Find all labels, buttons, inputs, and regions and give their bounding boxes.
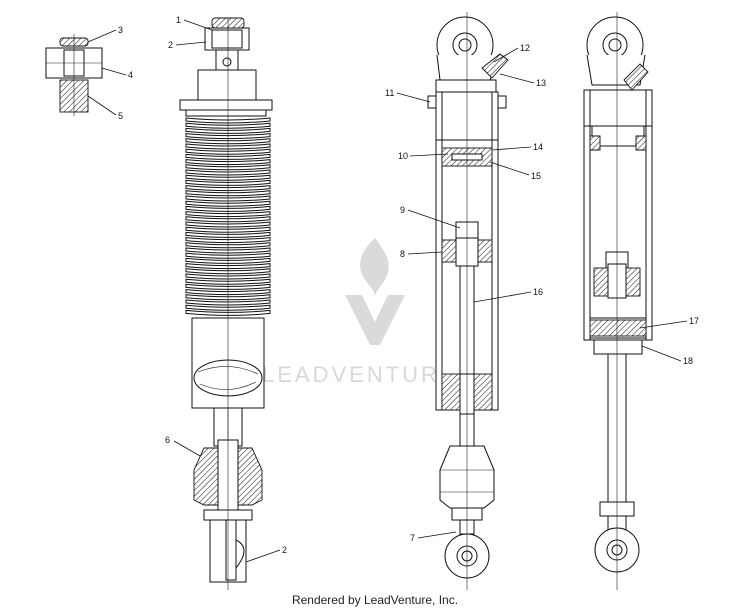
callout-14-label: 14 — [533, 142, 543, 152]
callout-17[interactable]: 17 — [639, 316, 699, 329]
callout-15[interactable]: 15 — [489, 161, 541, 181]
callout-15-label: 15 — [531, 171, 541, 181]
callout-1-label: 1 — [176, 15, 181, 25]
callout-3-label: 3 — [118, 25, 123, 35]
shock-assembly-cutaway — [427, 12, 509, 590]
callout-18[interactable]: 18 — [641, 345, 693, 366]
callout-11[interactable]: 11 — [385, 88, 431, 103]
shock-assembly-reservoir — [583, 12, 653, 590]
watermark-flame-icon — [360, 238, 389, 296]
callout-6-label: 6 — [165, 435, 170, 445]
callout-2-top-label: 2 — [168, 40, 173, 50]
callout-7-label: 7 — [410, 533, 415, 543]
callout-5[interactable]: 5 — [87, 95, 123, 121]
callout-10[interactable]: 10 — [398, 151, 449, 161]
callout-7[interactable]: 7 — [410, 531, 457, 543]
callout-18-label: 18 — [683, 356, 693, 366]
callout-2-bottom-label: 2 — [282, 545, 287, 555]
callout-9[interactable]: 9 — [400, 205, 461, 229]
callout-5-label: 5 — [118, 111, 123, 121]
callout-17-label: 17 — [689, 316, 699, 326]
footer-credit: Rendered by LeadVenture, Inc. — [291, 593, 459, 607]
callout-16[interactable]: 16 — [473, 287, 543, 303]
callout-2-bottom[interactable]: 2 — [245, 545, 287, 563]
callouts: 1 2 3 4 5 6 2 7 — [87, 15, 699, 563]
callout-14[interactable]: 14 — [491, 142, 543, 152]
callout-8[interactable]: 8 — [400, 249, 443, 259]
callout-4-label: 4 — [128, 70, 133, 80]
callout-12[interactable]: 12 — [493, 43, 530, 63]
callout-2-top[interactable]: 2 — [168, 40, 207, 50]
callout-13[interactable]: 13 — [499, 73, 546, 88]
callout-9-label: 9 — [400, 205, 405, 215]
watermark: LEADVENTURE — [262, 238, 458, 387]
callout-13-label: 13 — [536, 78, 546, 88]
callout-8-label: 8 — [400, 249, 405, 259]
shock-assembly-spring — [179, 17, 273, 590]
callout-1[interactable]: 1 — [176, 15, 213, 31]
callout-11-label: 11 — [385, 88, 394, 98]
callout-12-label: 12 — [520, 43, 530, 53]
callout-10-label: 10 — [398, 151, 408, 161]
callout-4[interactable]: 4 — [101, 67, 133, 80]
callout-3[interactable]: 3 — [87, 25, 123, 43]
detail-bushing-assembly — [45, 34, 103, 116]
callout-16-label: 16 — [533, 287, 543, 297]
callout-6[interactable]: 6 — [165, 435, 201, 457]
watermark-text: LEADVENTURE — [262, 362, 458, 387]
watermark-v-icon — [345, 295, 405, 345]
